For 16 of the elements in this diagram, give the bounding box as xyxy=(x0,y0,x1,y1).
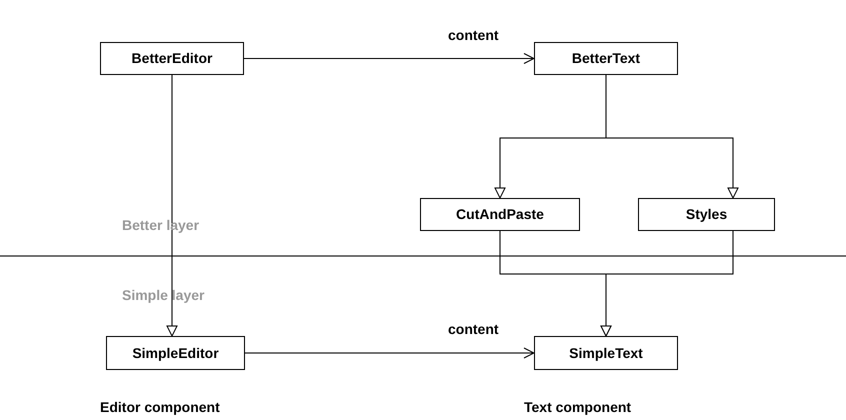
class-box: SimpleText xyxy=(534,336,678,370)
class-box: BetterEditor xyxy=(100,42,244,75)
class-box: SimpleEditor xyxy=(106,336,245,370)
arrow xyxy=(244,348,534,358)
class-box: BetterText xyxy=(534,42,678,75)
class-box: Styles xyxy=(638,198,775,231)
arrow xyxy=(166,74,178,336)
component-label: Editor component xyxy=(100,400,220,414)
component-label: Text component xyxy=(524,400,632,414)
arrow xyxy=(244,53,534,64)
edge-label: content xyxy=(448,322,499,336)
arrow xyxy=(606,74,738,198)
edge-label: content xyxy=(448,28,499,42)
arrow xyxy=(600,230,734,336)
layer-label: Simple layer xyxy=(122,288,204,302)
class-box: CutAndPaste xyxy=(420,198,580,231)
